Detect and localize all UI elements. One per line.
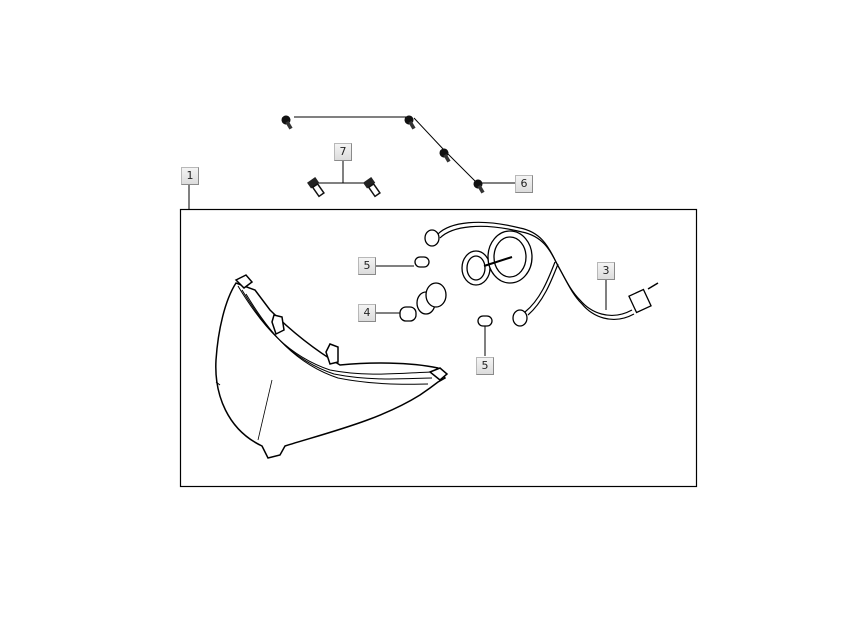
headlight-housing <box>215 274 449 459</box>
callout-5-lower[interactable]: 5 <box>476 357 494 375</box>
callout-7[interactable]: 7 <box>334 143 352 161</box>
bolt-group-7 <box>318 160 368 184</box>
callout-3[interactable]: 3 <box>597 262 615 280</box>
bulb-icon <box>399 256 493 327</box>
callout-6[interactable]: 6 <box>515 175 533 193</box>
screw-chain-6 <box>294 116 515 184</box>
callout-5-upper[interactable]: 5 <box>358 257 376 275</box>
bolt-icon <box>307 177 381 198</box>
wiring-harness-drawing <box>424 221 659 327</box>
screw-icon <box>281 115 485 194</box>
callout-4[interactable]: 4 <box>358 304 376 322</box>
leader-lines <box>376 265 607 356</box>
callout-1[interactable]: 1 <box>181 167 199 185</box>
assembly-frame <box>179 208 698 488</box>
